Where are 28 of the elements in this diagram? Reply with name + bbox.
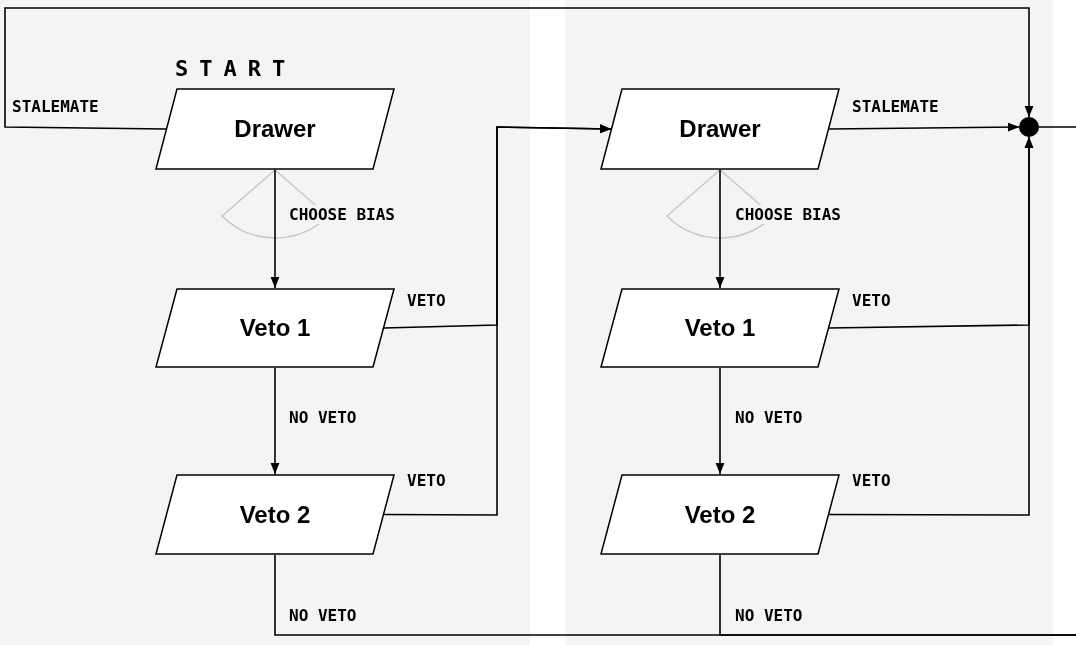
- node-label: Veto 1: [684, 314, 756, 342]
- parallelogram-box: [600, 474, 840, 555]
- node-label: Veto 2: [684, 500, 756, 529]
- junction-dot: [1019, 117, 1039, 137]
- arrow: [270, 367, 280, 475]
- panel-background: [0, 0, 530, 645]
- edge-label: CHOOSE BIAS: [733, 205, 843, 224]
- arrow: [4, 7, 1034, 130]
- arrow: [715, 169, 725, 289]
- node-label: Drawer: [234, 115, 316, 143]
- node-label: Drawer: [679, 115, 761, 143]
- connector-line: [719, 554, 1076, 636]
- parallelogram-box: [600, 288, 840, 368]
- arrow: [383, 124, 612, 516]
- parallelogram-box: [155, 288, 395, 368]
- arrow: [270, 169, 280, 289]
- arrow: [828, 122, 1020, 132]
- arrow: [828, 136, 1034, 516]
- parallelogram-box: [155, 474, 395, 555]
- edge-label: CHOOSE BIAS: [287, 205, 397, 224]
- panel-background: [565, 0, 1053, 645]
- node-label: Veto 1: [239, 314, 311, 342]
- connector-line: [1038, 126, 1076, 128]
- parallelogram-box: [155, 88, 395, 170]
- arrow: [715, 367, 725, 475]
- start-label: START: [175, 56, 297, 81]
- parallelogram-box: [600, 88, 840, 170]
- node-label: Veto 2: [239, 500, 311, 529]
